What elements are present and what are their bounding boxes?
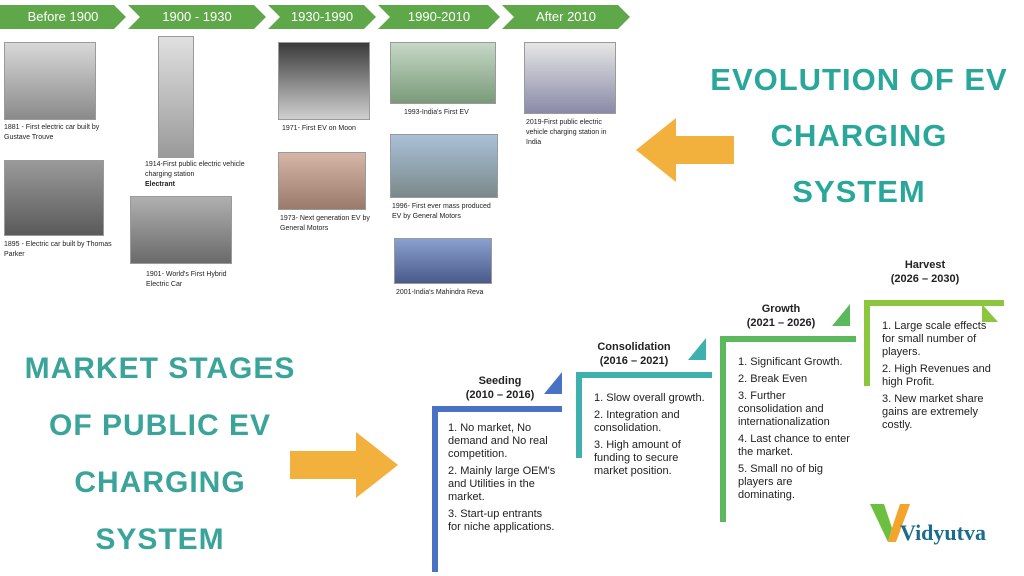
stage-harvest-arrow-icon [982, 304, 998, 322]
evolution-title-line-3: SYSTEM [792, 174, 926, 209]
vidyutva-logo: Vidyutva [870, 498, 1020, 548]
stage-consolidation-title: Consolidation (2016 – 2021) [597, 341, 671, 367]
list-item: 1. Slow overall growth. [594, 392, 705, 404]
period-after-2010: After 2010 [502, 5, 630, 29]
market-title-line-3: CHARGING [74, 466, 246, 499]
stage-seeding-arrow-icon [544, 372, 562, 394]
caption-2019: 2019-First public electric vehicle charg… [526, 119, 607, 146]
evolution-title: EVOLUTION OF EV CHARGING SYSTEM [700, 52, 1018, 220]
period-before-1900: Before 1900 [0, 5, 126, 29]
list-item: 3. New market share gains are extremely … [882, 393, 984, 431]
stage-consolidation-arrow-icon [688, 338, 706, 360]
stage-seeding-step [432, 406, 562, 572]
period-1930-1990: 1930-1990 [268, 5, 376, 29]
photo-1973-gm-ev [278, 152, 366, 210]
photo-1971-moon-rover [278, 42, 370, 120]
photo-1996-gm-ev1 [390, 134, 498, 198]
caption-1914-bold: Electrant [145, 181, 175, 188]
stage-seeding-points: 1. No market, No demand and No real comp… [448, 422, 558, 538]
photo-2001-reva [394, 238, 492, 284]
list-item: 2. Break Even [738, 373, 808, 385]
photo-1914-electrant [158, 36, 194, 158]
caption-1901: 1901- World's First Hybrid Electric Car [146, 271, 227, 288]
period-1990-2010: 1990-2010 [378, 5, 500, 29]
photo-1895-parker-car [4, 160, 104, 236]
list-item: 3. Start-up entrants for niche applicati… [448, 508, 555, 533]
stage-harvest-points: 1. Large scale effects for small number … [882, 320, 1000, 436]
list-item: 1. No market, No demand and No real comp… [448, 422, 548, 460]
vidyutva-logo-mark-icon [870, 504, 910, 542]
list-item: 2. High Revenues and high Profit. [882, 363, 991, 388]
photo-1901-hybrid-car [130, 196, 232, 264]
caption-1895: 1895 - Electric car built by Thomas Park… [4, 241, 112, 258]
list-item: 2. Mainly large OEM's and Utilities in t… [448, 465, 556, 503]
caption-1914: 1914-First public electric vehicle charg… [145, 160, 250, 190]
stage-growth-arrow-icon [832, 304, 850, 326]
vidyutva-logo-text: Vidyutva [900, 520, 986, 545]
market-title-line-4: SYSTEM [95, 523, 225, 556]
list-item: 3. High amount of funding to secure mark… [594, 439, 681, 477]
photo-1881-trouve-car [4, 42, 96, 120]
list-item: 1. Significant Growth. [738, 356, 843, 368]
caption-1973: 1973- Next generation EV by General Moto… [280, 215, 370, 232]
market-stages-title: MARKET STAGES OF PUBLIC EV CHARGING SYST… [0, 340, 320, 568]
list-item: 1. Large scale effects for small number … [882, 320, 987, 358]
evolution-title-line-2: CHARGING [770, 118, 948, 153]
stage-harvest-step [864, 300, 1004, 386]
stage-growth-step [720, 336, 856, 522]
list-item: 3. Further consolidation and internation… [738, 390, 830, 428]
evolution-title-line-1: EVOLUTION OF EV [710, 62, 1008, 97]
caption-1971: 1971- First EV on Moon [282, 125, 356, 132]
stage-growth-title: Growth (2021 – 2026) [746, 303, 816, 329]
photo-1993-india-ev [390, 42, 496, 104]
market-title-line-1: MARKET STAGES [24, 352, 296, 385]
list-item: 2. Integration and consolidation. [594, 409, 680, 434]
stage-growth-points: 1. Significant Growth. 2. Break Even 3. … [738, 356, 850, 506]
right-arrow-icon [290, 432, 398, 498]
list-item: 4. Last chance to enter the market. [738, 433, 850, 458]
left-arrow-icon [636, 118, 734, 182]
period-1900-1930: 1900 - 1930 [128, 5, 266, 29]
caption-1996: 1996- First ever mass produced EV by Gen… [392, 203, 491, 220]
stage-consolidation-step [576, 372, 712, 458]
stage-harvest-title: Harvest (2026 – 2030) [890, 259, 960, 285]
caption-1993: 1993-India's First EV [404, 109, 469, 116]
caption-2001: 2001-India's Mahindra Reva [396, 289, 484, 296]
stage-seeding-title: Seeding (2010 – 2016) [465, 375, 535, 401]
caption-1881: 1881 - First electric car built by Gusta… [4, 124, 100, 141]
market-title-line-2: OF PUBLIC EV [48, 409, 271, 442]
list-item: 5. Small no of big players are dominatin… [738, 463, 823, 501]
stage-consolidation-points: 1. Slow overall growth. 2. Integration a… [594, 392, 706, 482]
photo-2019-charging-station [524, 42, 616, 114]
